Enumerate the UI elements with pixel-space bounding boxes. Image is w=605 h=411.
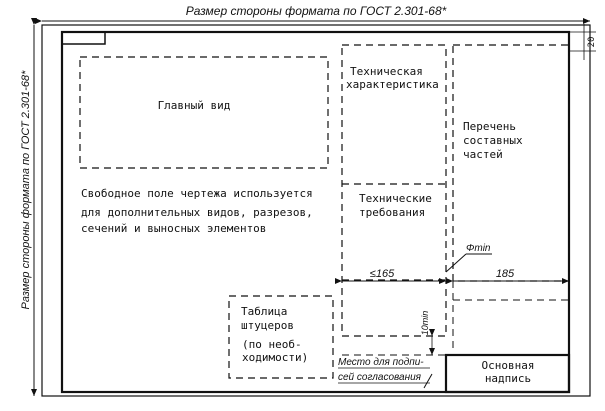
approval-line-1: Место для подпи-: [338, 357, 424, 368]
phi-leader: [445, 253, 467, 273]
dim-10min-label: 10min: [420, 311, 430, 336]
fittings-line-4: ходимости): [242, 351, 308, 364]
fittings-table-area: [228, 295, 334, 379]
fittings-line-3: (по необ-: [242, 338, 302, 351]
approval-leader: [423, 373, 433, 389]
sheet-outer-border: [41, 24, 591, 397]
tech-spec-line-2: характеристика: [346, 78, 439, 91]
approval-line-2: сей согласования: [338, 372, 422, 383]
free-field-line-3: сечений и выносных элементов: [81, 222, 266, 235]
main-view-area: [79, 56, 329, 169]
parts-list-line-2: составных: [463, 134, 523, 147]
parts-list-line-3: частей: [463, 148, 503, 161]
right-margin-label: 20: [587, 37, 597, 48]
tech-req-line-2: требования: [359, 206, 425, 219]
fittings-line-1: Таблица: [241, 305, 287, 318]
corner-stamp: [61, 31, 106, 45]
title-block-line-2: надпись: [485, 372, 531, 385]
phi-min-label: Φmin: [466, 243, 491, 254]
tech-req-line-1: Технические: [359, 192, 432, 205]
title-block: [444, 353, 571, 394]
parts-list-line-1: Перечень: [463, 120, 516, 133]
free-field-line-1: Свободное поле чертежа используется: [81, 187, 313, 200]
tech-spec-line-1: Техническая: [350, 65, 423, 78]
title-block-line-1: Основная: [482, 359, 535, 372]
dim-165-label: ≤165: [370, 268, 395, 280]
left-dimension-label: Размер стороны формата по ГОСТ 2.301-68*: [20, 70, 32, 310]
tech-column-area: [341, 44, 447, 337]
top-dimension-label: Размер стороны формата по ГОСТ 2.301-68*: [186, 4, 447, 18]
fittings-line-2: штуцеров: [241, 319, 294, 332]
main-view-label: Главный вид: [158, 99, 231, 112]
dim-185-label: 185: [496, 268, 515, 280]
free-field-line-2: для дополнительных видов, разрезов,: [81, 206, 313, 219]
